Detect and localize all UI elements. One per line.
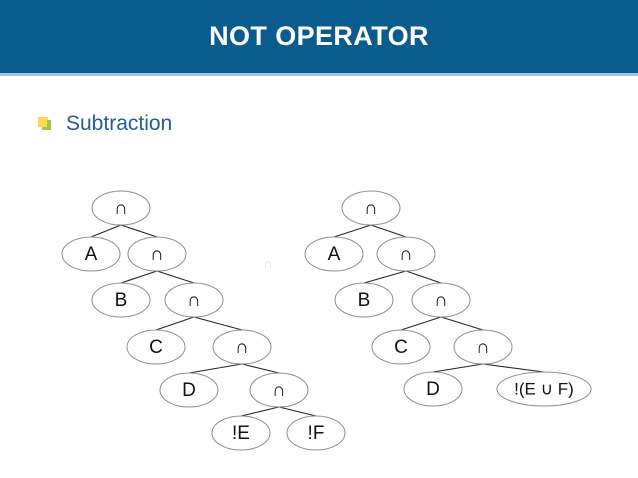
tree-node: ∩ xyxy=(453,329,513,365)
tree-node: !F xyxy=(286,415,346,451)
tree-node-ellipse xyxy=(341,190,401,226)
tree-edge xyxy=(241,363,280,374)
bullet-item-label: Subtraction xyxy=(66,112,173,135)
tree-node-label: ∩ xyxy=(187,290,201,311)
tree-node-ellipse xyxy=(453,329,513,365)
tree-node-label: ∩ xyxy=(434,290,448,311)
tree-node-label: ∩ xyxy=(150,244,164,265)
tree-node-label: B xyxy=(358,290,371,311)
bullet-square-icon xyxy=(38,117,51,130)
tree-edge xyxy=(405,270,442,284)
tree-node: ∩ xyxy=(376,236,436,272)
tree-node: D xyxy=(159,372,219,408)
tree-node: ∩ xyxy=(341,190,401,226)
tree-node: ∩ xyxy=(411,282,471,318)
tree-node-label: B xyxy=(115,290,128,311)
tree-node: B xyxy=(334,282,394,318)
tree-node: !E xyxy=(211,415,271,451)
tree-edge xyxy=(440,316,484,331)
left-tree-nodes: ∩ A ∩ B ∩ C ∩ D ∩ !E !F xyxy=(61,190,346,451)
tree-node-ellipse xyxy=(91,282,151,318)
tree-node: ∩ xyxy=(127,236,187,272)
tree-node-ellipse xyxy=(91,190,151,226)
tree-node-ellipse xyxy=(403,371,463,407)
tree-edge xyxy=(120,270,158,284)
tree-node-label: !E xyxy=(232,423,250,444)
tree-node-ellipse xyxy=(211,415,271,451)
faint-intersection-artifact: ∩ xyxy=(263,256,273,271)
tree-edge xyxy=(156,270,195,284)
right-tree-edges xyxy=(333,224,545,373)
tree-node: !(E ∪ F) xyxy=(496,371,592,407)
tree-edge xyxy=(482,363,545,373)
tree-node-ellipse xyxy=(304,236,364,272)
tree-node-ellipse xyxy=(164,282,224,318)
tree-node-ellipse xyxy=(334,282,394,318)
tree-node-label: A xyxy=(85,244,98,265)
tree-node-label: A xyxy=(328,244,341,265)
tree-edge xyxy=(278,406,317,417)
tree-node-ellipse xyxy=(371,329,431,365)
tree-node: ∩ xyxy=(164,282,224,318)
tree-edge xyxy=(432,363,484,373)
tree-node-label: D xyxy=(182,380,196,401)
tree-edge xyxy=(90,224,122,238)
tree-node-label: ∩ xyxy=(399,244,413,265)
bullet-item-subtraction: Subtraction xyxy=(38,113,172,134)
header-underline-divider xyxy=(0,73,638,76)
tree-node: B xyxy=(91,282,151,318)
tree-node-ellipse xyxy=(411,282,471,318)
tree-node-ellipse xyxy=(127,236,187,272)
tree-edge xyxy=(363,270,407,284)
tree-node: A xyxy=(304,236,364,272)
tree-node-label: D xyxy=(426,379,440,400)
tree-edge xyxy=(370,224,407,238)
tree-node-label: ∩ xyxy=(476,337,490,358)
tree-edge xyxy=(188,363,243,374)
tree-node-label: ∩ xyxy=(272,380,286,401)
tree-node-ellipse xyxy=(376,236,436,272)
left-tree-edges xyxy=(90,224,317,417)
tree-node-ellipse xyxy=(286,415,346,451)
tree-edge xyxy=(400,316,442,331)
tree-node-ellipse xyxy=(212,329,272,365)
tree-node: C xyxy=(126,329,186,365)
tree-node-ellipse xyxy=(126,329,186,365)
slide-header: NOT OPERATOR xyxy=(0,0,638,73)
tree-edge xyxy=(193,316,243,331)
tree-node: ∩ xyxy=(91,190,151,226)
tree-node: ∩ xyxy=(212,329,272,365)
tree-edge xyxy=(155,316,195,331)
tree-node-label: C xyxy=(394,337,408,358)
tree-node: C xyxy=(371,329,431,365)
page-title: NOT OPERATOR xyxy=(209,21,429,51)
tree-node: ∩ xyxy=(249,372,309,408)
tree-node-ellipse xyxy=(61,236,121,272)
tree-node-label: ∩ xyxy=(114,198,128,219)
tree-edge xyxy=(333,224,372,238)
tree-node-ellipse xyxy=(249,372,309,408)
tree-edge xyxy=(120,224,158,238)
right-tree-nodes: ∩ A ∩ B ∩ C ∩ D !(E ∪ F) xyxy=(304,190,592,407)
tree-edge xyxy=(240,406,280,417)
tree-node-label: !F xyxy=(308,423,325,444)
tree-node-label: C xyxy=(149,337,163,358)
tree-node: A xyxy=(61,236,121,272)
tree-node-label: ∩ xyxy=(235,337,249,358)
tree-node-ellipse xyxy=(496,371,592,407)
tree-node-ellipse xyxy=(159,372,219,408)
tree-node-label: ∩ xyxy=(364,198,378,219)
tree-node-label: !(E ∪ F) xyxy=(514,379,574,398)
tree-node: D xyxy=(403,371,463,407)
